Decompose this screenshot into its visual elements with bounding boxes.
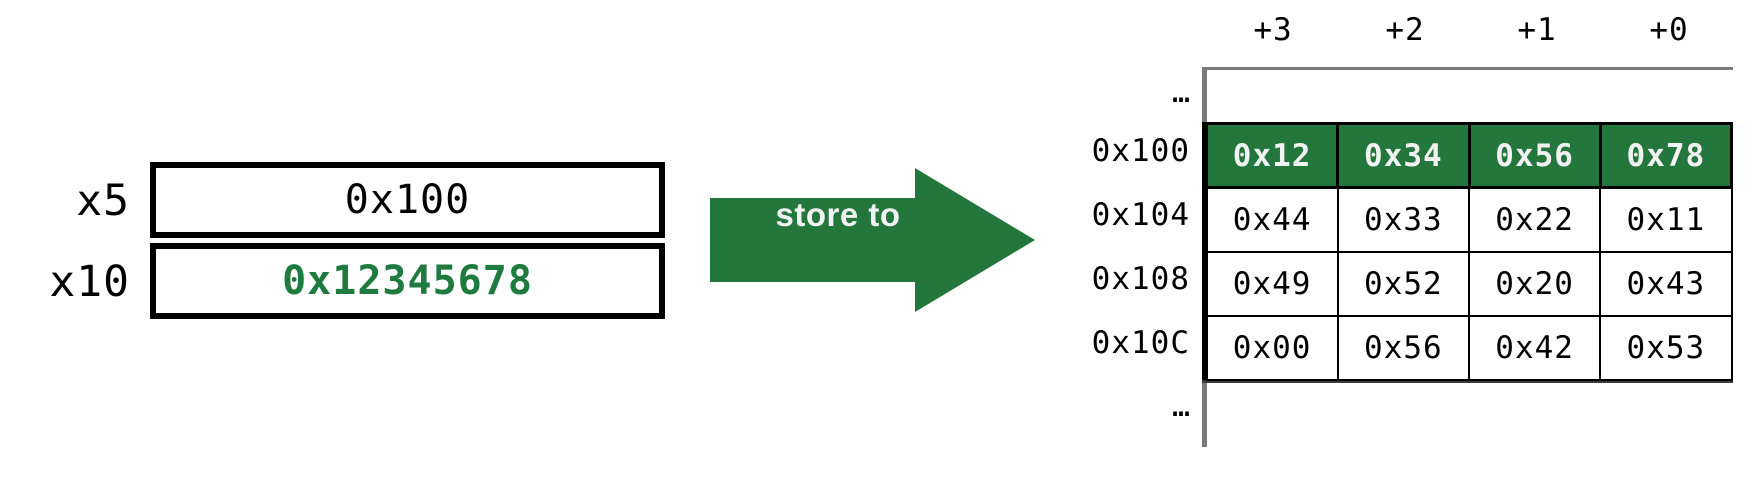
column-header-plus3: +3 (1253, 12, 1293, 48)
row-address-0x100: 0x100 (1091, 133, 1190, 169)
column-header-plus1: +1 (1517, 12, 1557, 48)
memory-cell: 0x22 (1467, 186, 1602, 253)
store-arrow-panel: store to (700, 0, 1045, 500)
memory-cell: 0x42 (1467, 314, 1602, 381)
memory-cell: 0x00 (1205, 314, 1339, 381)
table-row: 0x49 0x52 0x20 0x43 (1205, 250, 1733, 317)
memory-cell: 0x43 (1599, 250, 1733, 317)
memory-table-panel: +3 +2 +1 +0 … 0x100 0x104 0x108 0x10C 0x… (1045, 0, 1760, 500)
memory-ellipsis-top: … (1171, 75, 1190, 110)
memory-cell: 0x11 (1599, 186, 1733, 253)
memory-cell: 0x20 (1467, 250, 1602, 317)
memory-cell: 0x49 (1205, 250, 1339, 317)
column-header-plus2: +2 (1385, 12, 1425, 48)
table-row: 0x12 0x34 0x56 0x78 (1204, 122, 1734, 189)
memory-table: 0x12 0x34 0x56 0x78 0x44 0x33 0x22 0x11 … (1204, 122, 1734, 381)
register-value-x5: 0x100 (344, 177, 471, 223)
memory-rows-left-spine (1202, 122, 1208, 380)
row-address-0x108: 0x108 (1091, 261, 1190, 297)
memory-cell: 0x78 (1598, 122, 1734, 189)
table-row: 0x00 0x56 0x42 0x53 (1205, 314, 1733, 381)
memory-cell: 0x56 (1467, 122, 1602, 189)
register-box-x5: 0x100 (150, 162, 665, 238)
memory-cell: 0x56 (1336, 314, 1471, 381)
memory-ellipsis-bottom: … (1171, 389, 1190, 424)
table-row: 0x44 0x33 0x22 0x11 (1205, 186, 1733, 253)
memory-cell: 0x33 (1336, 186, 1471, 253)
memory-frame-top-rule (1202, 67, 1733, 70)
row-address-0x10C: 0x10C (1091, 325, 1190, 361)
memory-frame-bottom-rule (1202, 380, 1733, 383)
right-arrow-icon (710, 168, 1035, 312)
register-box-x10: 0x12345678 (150, 243, 665, 319)
row-address-0x104: 0x104 (1091, 197, 1190, 233)
store-arrow-label: store to (775, 196, 901, 233)
register-value-x10: 0x12345678 (282, 258, 533, 304)
memory-cell: 0x44 (1205, 186, 1339, 253)
column-header-plus0: +0 (1649, 12, 1689, 48)
register-label-x5: x5 (76, 176, 130, 226)
memory-cell: 0x53 (1599, 314, 1733, 381)
register-label-x10: x10 (49, 257, 130, 307)
memory-cell: 0x52 (1336, 250, 1471, 317)
memory-column-headers: +3 +2 +1 +0 (1207, 12, 1735, 48)
memory-cell: 0x34 (1336, 122, 1471, 189)
memory-cell: 0x12 (1204, 122, 1340, 189)
register-panel: x5 0x100 x10 0x12345678 (0, 0, 700, 500)
